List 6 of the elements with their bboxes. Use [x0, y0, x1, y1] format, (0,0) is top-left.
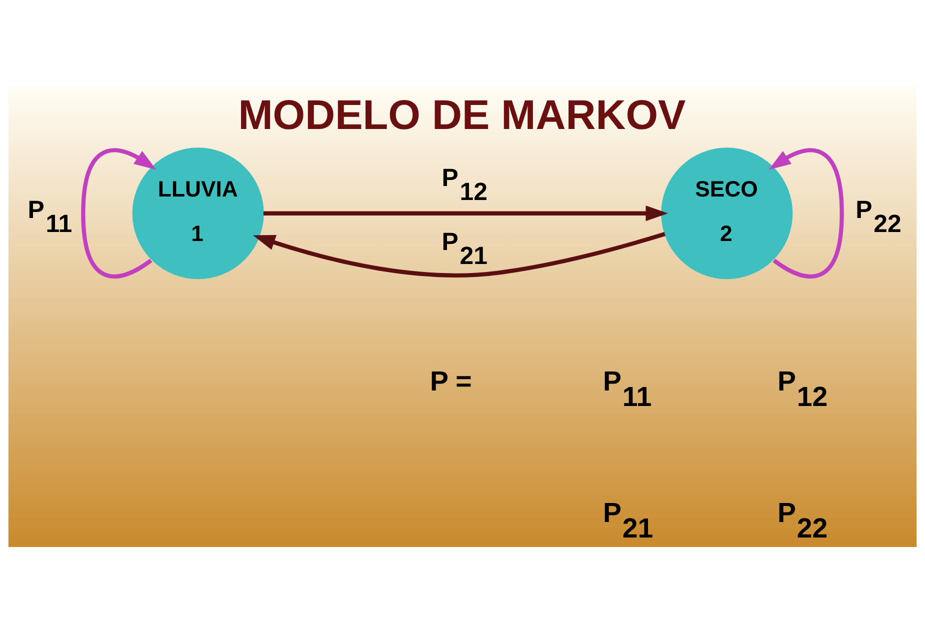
arrow: [81, 148, 156, 278]
arrow: [263, 205, 668, 221]
diagram-title: MODELO DE MARKOV: [238, 90, 686, 138]
arrow: [768, 148, 844, 278]
label: P =: [430, 365, 472, 396]
arrow: [253, 232, 666, 277]
